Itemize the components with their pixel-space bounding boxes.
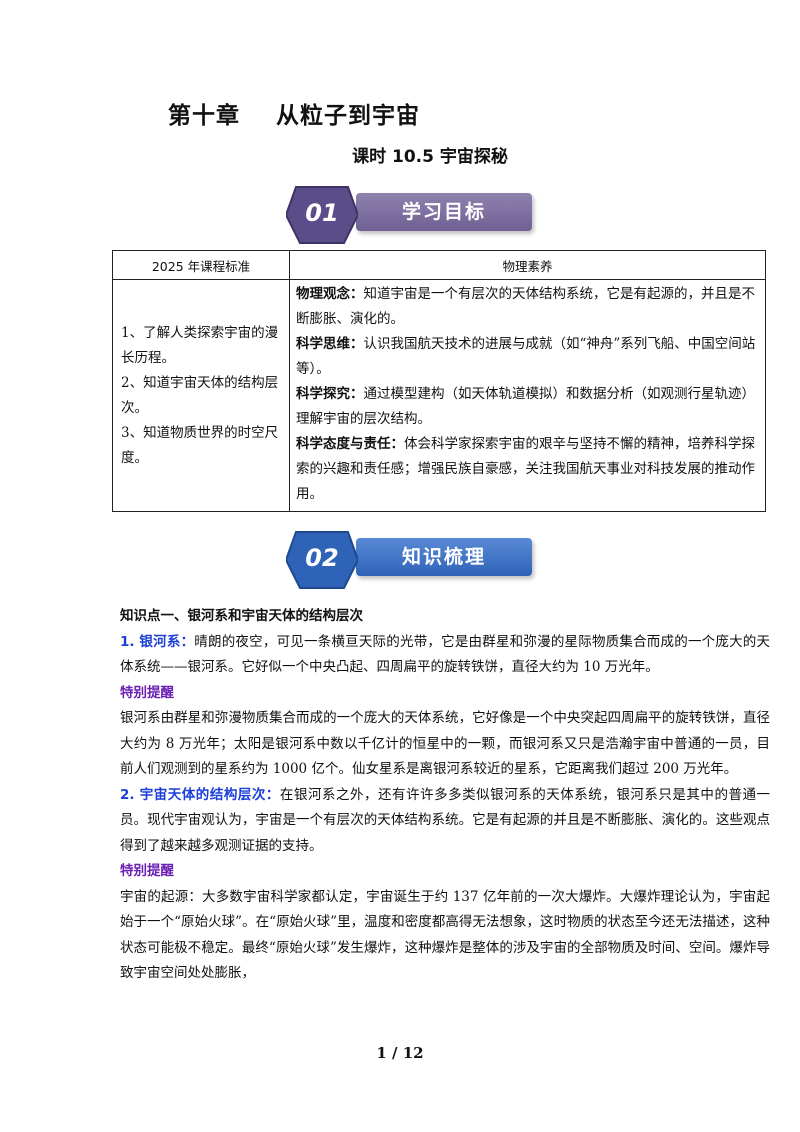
literacy-text: 认识我国航天技术的进展与成就（如“神舟”系列飞船、中国空间站等）。: [296, 336, 756, 377]
literacy-label: 科学探究：: [296, 386, 364, 402]
curriculum-table: 2025 年课程标准 物理素养 1、了解人类探索宇宙的漫长历程。 2、知道宇宙天…: [112, 250, 766, 512]
note-heading: 特别提醒: [120, 684, 174, 701]
paragraph-label: 2. 宇宙天体的结构层次：: [120, 786, 280, 803]
hexagon-badge-icon: [284, 531, 360, 589]
knowledge-content: 知识点一、银河系和宇宙天体的结构层次 1. 银河系：晴朗的夜空，可见一条横亘天际…: [120, 604, 770, 987]
banner-number: 01: [305, 199, 339, 227]
header-literacy: 物理素养: [289, 250, 766, 280]
section-banner-knowledge: 知识梳理 02: [284, 530, 536, 590]
section-banner-goals: 学习目标 01: [284, 185, 536, 245]
literacy-label: 物理观念：: [296, 286, 364, 302]
literacy-label: 科学思维：: [296, 336, 364, 352]
banner-label: 学习目标: [401, 201, 486, 223]
paragraph-label: 1. 银河系：: [120, 633, 195, 650]
hexagon-badge-icon: [284, 186, 360, 244]
paragraph-text: 在银河系之外，还有许许多多类似银河系的天体系统，银河系只是其中的普通一员。现代宇…: [120, 786, 770, 854]
literacy-text: 知道宇宙是一个有层次的天体结构系统，它是有起源的，并且是不断膨胀、演化的。: [296, 286, 755, 327]
literacy-item: 科学态度与责任：体会科学家探索宇宙的艰辛与坚持不懈的精神，培养科学探索的兴趣和责…: [296, 432, 759, 507]
standard-item: 3、知道物质世界的时空尺度。: [121, 424, 279, 466]
paragraph-text: 晴朗的夜空，可见一条横亘天际的光带，它是由群星和弥漫的星际物质集合而成的一个庞大…: [120, 633, 770, 676]
note-text: 宇宙的起源：大多数宇宙科学家都认定，宇宙诞生于约 137 亿年前的一次大爆炸。大…: [120, 888, 770, 982]
literacy-item: 科学探究：通过模型建构（如天体轨道模拟）和数据分析（如观测行星轨迹）理解宇宙的层…: [296, 382, 759, 432]
banner-number: 02: [305, 544, 339, 572]
banner-label: 知识梳理: [401, 546, 486, 568]
literacy-text: 通过模型建构（如天体轨道模拟）和数据分析（如观测行星轨迹）理解宇宙的层次结构。: [296, 386, 755, 427]
banner-number-badge: 01: [284, 185, 360, 245]
knowledge-point-title: 知识点一、银河系和宇宙天体的结构层次: [120, 608, 363, 624]
literacy-label: 科学态度与责任：: [296, 436, 404, 452]
banner-bar: 学习目标: [356, 193, 532, 231]
literacy-item: 科学思维：认识我国航天技术的进展与成就（如“神舟”系列飞船、中国空间站等）。: [296, 332, 759, 382]
literacy-cell: 物理观念：知道宇宙是一个有层次的天体结构系统，它是有起源的，并且是不断膨胀、演化…: [289, 279, 766, 512]
header-standards: 2025 年课程标准: [112, 250, 290, 280]
lesson-title: 课时 10.5 宇宙探秘: [352, 147, 508, 167]
standard-item: 1、了解人类探索宇宙的漫长历程。: [121, 324, 279, 366]
table-header-row: 2025 年课程标准 物理素养: [112, 250, 766, 280]
standards-cell: 1、了解人类探索宇宙的漫长历程。 2、知道宇宙天体的结构层次。 3、知道物质世界…: [112, 279, 290, 512]
literacy-item: 物理观念：知道宇宙是一个有层次的天体结构系统，它是有起源的，并且是不断膨胀、演化…: [296, 282, 759, 332]
paragraph-milky-way: 1. 银河系：晴朗的夜空，可见一条横亘天际的光带，它是由群星和弥漫的星际物质集合…: [120, 630, 770, 681]
note-text: 银河系由群星和弥漫物质集合而成的一个庞大的天体系统，它好像是一个中央突起四周扁平…: [120, 710, 770, 777]
banner-number-badge: 02: [284, 530, 360, 590]
chapter-title: 第十章 从粒子到宇宙: [168, 103, 421, 129]
literacy-text: 体会科学家探索宇宙的艰辛与坚持不懈的精神，培养科学探索的兴趣和责任感；增强民族自…: [296, 436, 755, 502]
standard-item: 2、知道宇宙天体的结构层次。: [121, 374, 279, 416]
paragraph-structure: 2. 宇宙天体的结构层次：在银河系之外，还有许许多多类似银河系的天体系统，银河系…: [120, 783, 770, 860]
table-row: 1、了解人类探索宇宙的漫长历程。 2、知道宇宙天体的结构层次。 3、知道物质世界…: [112, 279, 766, 512]
page-number: 1 / 12: [376, 1044, 424, 1062]
banner-bar: 知识梳理: [356, 538, 532, 576]
note-heading: 特别提醒: [120, 863, 174, 879]
